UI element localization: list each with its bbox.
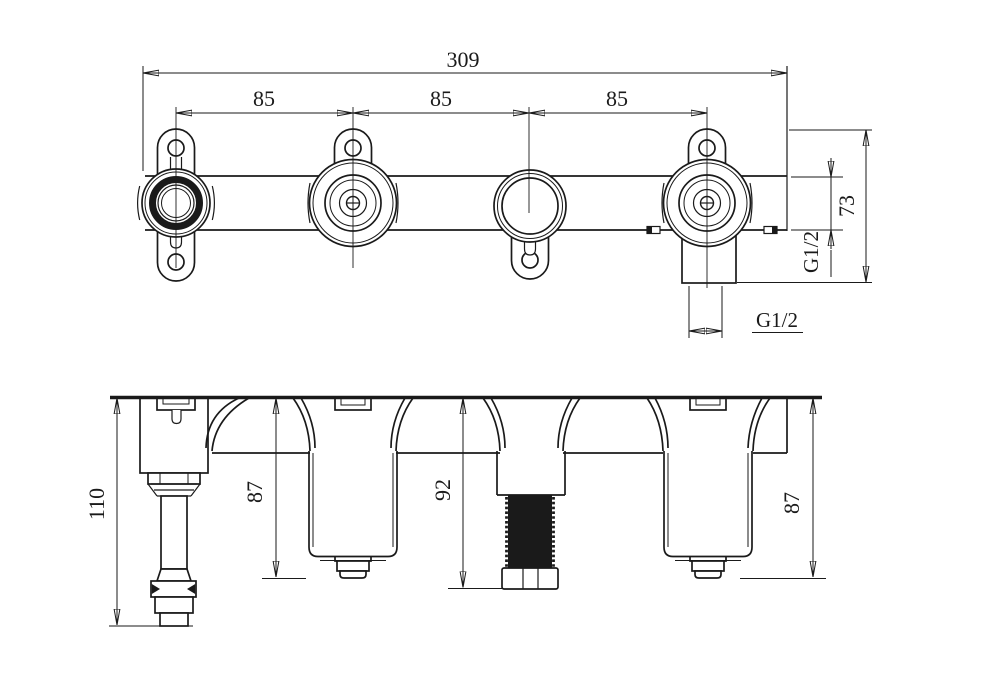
side-valve-3	[496, 451, 566, 590]
side-valve-2-cylinder	[308, 451, 398, 558]
top-view: 309 85 85 85 73 G1/2 G1/2	[137, 47, 872, 338]
side-valve-1-stem	[160, 495, 188, 570]
valve-2-right-flange-arc	[395, 182, 399, 224]
bottom-view-dimensions: 110 87 92 87	[84, 398, 826, 627]
side-valve-1	[139, 396, 209, 627]
dim-valve-depth-label: 110	[84, 488, 109, 520]
side-valve-3-threaded-stud	[508, 495, 552, 568]
side-valve-1-pipe-end	[159, 612, 189, 627]
dim-spacing-1-label: 85	[253, 86, 275, 111]
dim-spacing-2-label: 85	[430, 86, 452, 111]
side-valve-2-ear-tab	[334, 397, 372, 411]
side-valve-4-cylinder	[663, 451, 753, 558]
dim-spout-stud-depth-label: 92	[430, 479, 455, 501]
side-valve-4-ear-tab	[689, 397, 727, 411]
side-valve-4-outlet-stub	[694, 570, 722, 579]
side-valve-1-ear-pin	[171, 410, 182, 425]
dim-cartridge-depth-left-label: 87	[242, 481, 267, 503]
valve-body-3	[493, 169, 567, 280]
valve-2-left-flange-arc	[307, 182, 311, 224]
thread-bottom-port-label: G1/2	[756, 308, 798, 332]
side-valve-4	[663, 397, 753, 579]
valve-4-left-flange-arc	[661, 182, 665, 224]
bar-section-lines	[212, 398, 788, 454]
valve-1-left-flange-arc	[137, 185, 141, 221]
side-valve-2	[308, 397, 398, 579]
valve-1-right-flange-arc	[211, 185, 215, 221]
top-view-dimensions: 309 85 85 85 73 G1/2 G1/2	[142, 47, 872, 338]
valve-4-right-flange-arc	[749, 182, 753, 224]
bottom-view: 110 87 92 87	[84, 395, 826, 627]
valve-body-4	[646, 128, 778, 284]
dim-cartridge-depth-right-label: 87	[779, 492, 804, 514]
side-valve-2-outlet-stub	[339, 570, 367, 579]
thread-side-port-label: G1/2	[799, 231, 823, 273]
bar-flares	[205, 397, 771, 452]
dim-total-length-label: 309	[447, 47, 480, 72]
dim-spacing-3-label: 85	[606, 86, 628, 111]
dim-overall-height-label: 73	[834, 195, 859, 217]
side-valve-3-hex-nut	[501, 567, 559, 590]
